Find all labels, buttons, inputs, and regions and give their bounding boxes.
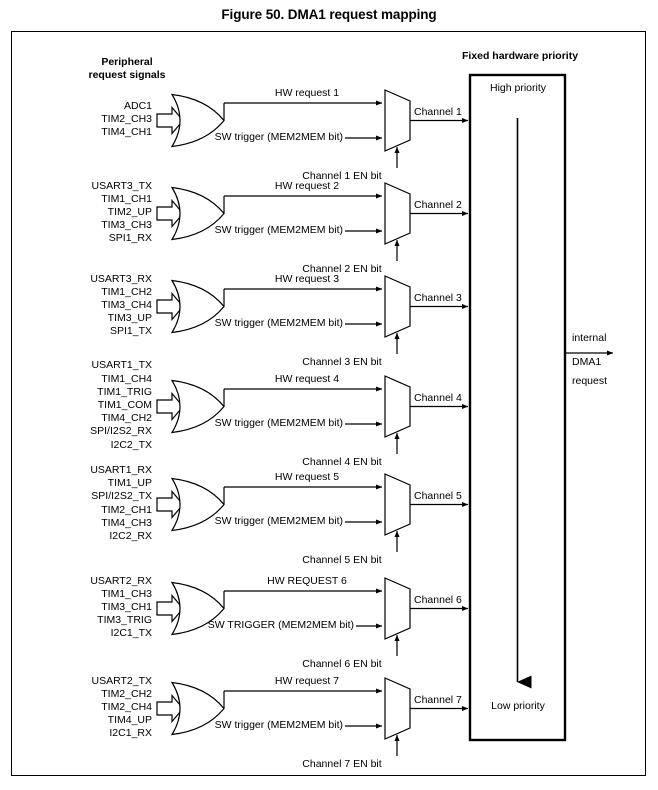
hw-request-label-channel-7: HW request 7 bbox=[274, 675, 340, 687]
peripheral-signal: TIM2_CH1 bbox=[101, 503, 152, 516]
channel-label-7: Channel 7 bbox=[414, 693, 462, 706]
hw-request-label-channel-1: HW request 1 bbox=[274, 87, 340, 99]
en-bit-label-channel-1: Channel 1 EN bit bbox=[302, 170, 382, 182]
peripheral-signal: TIM1_CH4 bbox=[101, 372, 152, 385]
channel-label-2: Channel 2 bbox=[414, 198, 462, 211]
peripheral-signal: TIM3_CH4 bbox=[101, 298, 152, 311]
peripheral-signal: TIM4_CH3 bbox=[101, 516, 152, 529]
peripheral-signal: I2C2_RX bbox=[109, 529, 152, 542]
peripheral-signal: SPI/I2S2_RX bbox=[90, 425, 152, 438]
internal-dma1-request-line3: request bbox=[572, 375, 608, 387]
peripheral-signal: TIM1_CH1 bbox=[101, 192, 152, 205]
en-bit-label-channel-5: Channel 5 EN bit bbox=[302, 554, 382, 566]
sw-trigger-label-channel-6: SW TRIGGER (MEM2MEM bit) bbox=[207, 619, 354, 631]
high-priority-label: High priority bbox=[489, 82, 547, 94]
sw-trigger-label-channel-5: SW trigger (MEM2MEM bit) bbox=[214, 515, 343, 527]
peripheral-signal: TIM1_COM bbox=[97, 398, 152, 411]
en-bit-label-channel-3: Channel 3 EN bit bbox=[302, 356, 382, 368]
hw-request-label-channel-5: HW request 5 bbox=[274, 471, 340, 483]
peripheral-signal: SPI1_TX bbox=[109, 325, 152, 338]
peripheral-signal: TIM4_CH2 bbox=[101, 412, 152, 425]
en-bit-label-channel-4: Channel 4 EN bit bbox=[302, 456, 382, 468]
channel-label-3: Channel 3 bbox=[414, 291, 462, 304]
channel-label-5: Channel 5 bbox=[414, 489, 462, 502]
peripheral-signal: TIM1_CH3 bbox=[101, 587, 152, 600]
low-priority-label: Low priority bbox=[491, 700, 545, 712]
peripheral-signal: I2C2_TX bbox=[110, 438, 152, 451]
fixed-hardware-priority-header-line: Fixed hardware priority bbox=[461, 50, 579, 62]
sw-trigger-label-channel-1: SW trigger (MEM2MEM bit) bbox=[214, 131, 343, 143]
peripheral-signal: I2C1_RX bbox=[109, 727, 152, 740]
peripheral-signal: TIM2_CH2 bbox=[101, 687, 152, 700]
peripheral-signal: TIM2_CH3 bbox=[101, 112, 152, 125]
peripheral-signal: TIM1_CH2 bbox=[101, 285, 152, 298]
peripheral-signal: TIM3_CH1 bbox=[101, 600, 152, 613]
peripheral-signal: TIM2_UP bbox=[107, 205, 152, 218]
peripheral-signal: TIM2_CH4 bbox=[101, 700, 152, 713]
channel-label-6: Channel 6 bbox=[414, 593, 462, 606]
figure-title: Figure 50. DMA1 request mapping bbox=[221, 7, 437, 22]
peripheral-signal: ADC1 bbox=[123, 99, 152, 112]
peripheral-signal: TIM3_TRIG bbox=[97, 614, 152, 627]
fixed-hardware-priority-header: Fixed hardware priority bbox=[437, 50, 603, 63]
sw-trigger-label-channel-7: SW trigger (MEM2MEM bit) bbox=[214, 719, 343, 731]
peripheral-signal: USART3_RX bbox=[90, 272, 152, 285]
channel-label-1: Channel 1 bbox=[414, 105, 462, 118]
peripheral-signal: TIM3_CH3 bbox=[101, 219, 152, 232]
peripheral-signal: TIM1_UP bbox=[107, 477, 152, 490]
peripheral-request-signals-header-line: Peripheral bbox=[101, 56, 153, 68]
hw-request-label-channel-2: HW request 2 bbox=[274, 180, 340, 192]
peripheral-signal: SPI/I2S2_TX bbox=[91, 490, 152, 503]
hw-request-label-channel-4: HW request 4 bbox=[274, 373, 340, 385]
peripheral-signal: TIM3_UP bbox=[107, 312, 152, 325]
peripheral-signal: I2C1_TX bbox=[110, 627, 152, 640]
sw-trigger-label-channel-3: SW trigger (MEM2MEM bit) bbox=[214, 317, 343, 329]
peripheral-signal: TIM4_UP bbox=[107, 714, 152, 727]
peripheral-signal: USART1_TX bbox=[91, 359, 153, 372]
peripheral-signal: TIM4_CH1 bbox=[101, 126, 152, 139]
internal-dma1-request-line1: internal bbox=[572, 332, 607, 344]
channel-label-4: Channel 4 bbox=[414, 391, 462, 404]
en-bit-label-channel-7: Channel 7 EN bit bbox=[302, 758, 382, 770]
internal-dma1-request-line2: DMA1 bbox=[572, 356, 602, 368]
peripheral-signal: USART1_RX bbox=[90, 463, 152, 476]
peripheral-signal: USART3_TX bbox=[91, 179, 153, 192]
sw-trigger-label-channel-4: SW trigger (MEM2MEM bit) bbox=[214, 417, 343, 429]
sw-trigger-label-channel-2: SW trigger (MEM2MEM bit) bbox=[214, 224, 343, 236]
hw-request-label-channel-3: HW request 3 bbox=[274, 273, 340, 285]
hw-request-label-channel-6: HW REQUEST 6 bbox=[267, 575, 347, 587]
peripheral-signal: SPI1_RX bbox=[108, 232, 152, 245]
en-bit-label-channel-2: Channel 2 EN bit bbox=[302, 263, 382, 275]
en-bit-label-channel-6: Channel 6 EN bit bbox=[302, 658, 382, 670]
peripheral-signal: USART2_TX bbox=[91, 674, 153, 687]
peripheral-signal: USART2_RX bbox=[90, 574, 152, 587]
peripheral-signal: TIM1_TRIG bbox=[97, 385, 152, 398]
peripheral-request-signals-header-line: request signals bbox=[88, 68, 166, 81]
